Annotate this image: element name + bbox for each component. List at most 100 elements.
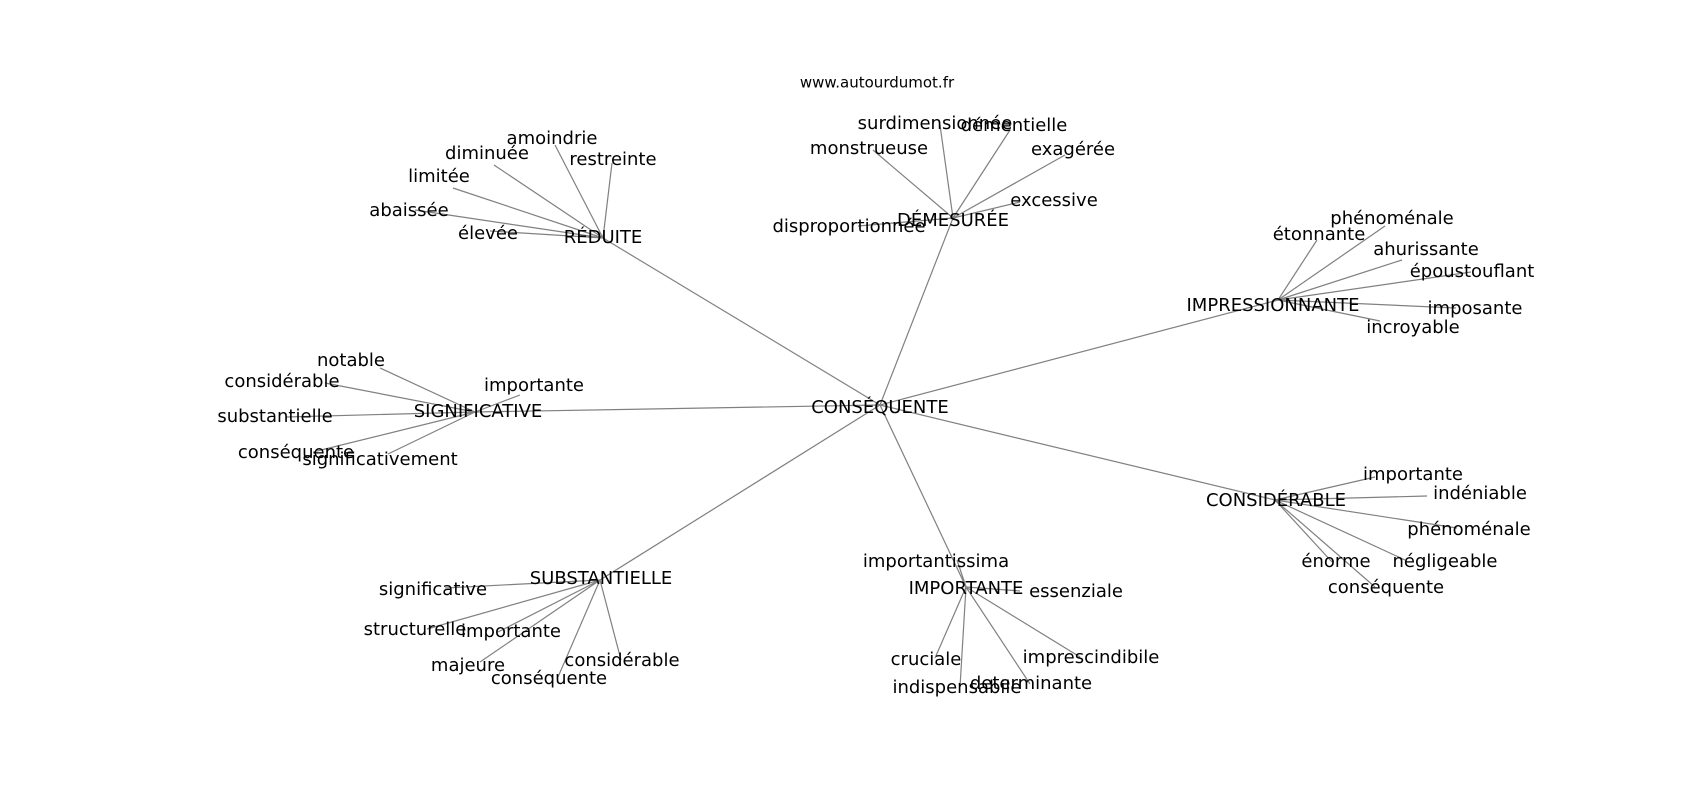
leaf-word: amoindrie: [507, 128, 598, 149]
leaf-word: excessive: [1010, 190, 1098, 211]
leaf-edge: [497, 579, 601, 633]
leaf-word: indéniable: [1433, 483, 1527, 504]
center-edge: [879, 404, 1276, 501]
leaf-edge: [489, 230, 604, 239]
center-edge: [599, 404, 881, 581]
leaf-word: énorme: [1301, 551, 1370, 572]
leaf-word: determinante: [970, 673, 1092, 694]
leaf-word: indispensabile: [892, 677, 1021, 698]
center-edge: [474, 404, 881, 413]
leaf-edge: [965, 586, 1081, 658]
leaf-word: démentielle: [961, 115, 1068, 136]
leaf-edge: [857, 217, 954, 227]
center-edge: [879, 404, 967, 588]
leaf-word: incroyable: [1366, 317, 1460, 338]
leaf-edge: [444, 579, 601, 589]
leaf-word: ahurissante: [1373, 239, 1479, 260]
leaf-edge: [965, 586, 1021, 592]
leaf-edge: [1277, 299, 1457, 309]
leaf-word: restreinte: [569, 149, 656, 170]
leaf-word: imposante: [1428, 298, 1523, 319]
center-edge: [879, 217, 954, 406]
leaf-edge: [959, 586, 967, 688]
center-edge: [602, 237, 881, 406]
leaf-edge: [952, 201, 1021, 219]
center-edge: [879, 299, 1279, 406]
leaf-edge: [1277, 225, 1386, 301]
leaf-word: disproportionnée: [772, 216, 925, 237]
leaf-edge: [939, 124, 954, 219]
leaf-word: structurelle: [364, 619, 467, 640]
leaf-edge: [387, 411, 476, 455]
leaf-word: majeure: [431, 655, 505, 676]
leaf-edge: [952, 154, 1066, 219]
graph-edges: [285, 124, 1472, 688]
leaf-edge: [557, 579, 601, 678]
leaf-word: surdimensionnée: [858, 113, 1013, 134]
leaf-edge: [934, 586, 967, 659]
leaf-edge: [316, 411, 476, 452]
leaf-edge: [324, 382, 476, 413]
leaf-word: imprescindibile: [1023, 647, 1160, 668]
hub-word: CONSIDÉRABLE: [1206, 489, 1346, 511]
hub-word: DÉMESURÉE: [897, 209, 1009, 231]
leaf-word: élevée: [458, 223, 518, 244]
leaf-word: substantielle: [217, 406, 332, 427]
leaf-edge: [1277, 239, 1318, 301]
hub-word: IMPRESSIONNANTE: [1187, 295, 1360, 316]
leaf-word: importante: [461, 621, 561, 642]
leaf-edge: [1274, 499, 1333, 563]
leaf-edge: [1277, 271, 1472, 301]
leaf-word: importante: [1363, 464, 1463, 485]
leaf-word: monstrueuse: [810, 138, 928, 159]
leaf-word: importantissima: [863, 551, 1009, 572]
leaf-edge: [414, 209, 604, 239]
leaf-edge: [554, 144, 604, 239]
leaf-edge: [452, 187, 604, 239]
leaf-edge: [872, 149, 954, 219]
leaf-word: phénoménale: [1330, 208, 1453, 229]
leaf-word: conséquente: [238, 442, 354, 463]
leaf-edge: [1274, 499, 1458, 529]
leaf-word: étonnante: [1273, 224, 1366, 245]
leaf-word: phénoménale: [1407, 519, 1530, 540]
hub-word: RÉDUITE: [564, 226, 643, 248]
center-word: CONSÉQUENTE: [811, 396, 949, 418]
leaf-word: négligeable: [1393, 551, 1498, 572]
leaf-edge: [479, 579, 601, 663]
leaf-edge: [379, 367, 476, 413]
leaf-edge: [1274, 499, 1406, 561]
leaf-word: conséquente: [1328, 577, 1444, 598]
leaf-edge: [1277, 259, 1403, 301]
leaf-edge: [965, 586, 1031, 685]
source-watermark: www.autourdumot.fr: [800, 74, 955, 92]
leaf-word: limitée: [408, 166, 470, 187]
leaf-word: époustouflant: [1410, 261, 1535, 282]
leaf-word: notable: [317, 350, 385, 371]
leaf-edge: [952, 129, 1011, 219]
leaf-word: considérable: [564, 650, 679, 671]
leaf-word: significative: [379, 579, 487, 600]
leaf-word: abaissée: [369, 200, 448, 221]
leaf-word: cruciale: [891, 649, 962, 670]
leaf-edge: [1274, 495, 1428, 501]
leaf-word: exagérée: [1031, 139, 1115, 160]
leaf-word: importante: [484, 375, 584, 396]
leaf-edge: [599, 579, 622, 661]
leaf-edge: [285, 411, 476, 418]
leaf-word: considérable: [224, 371, 339, 392]
hub-word: SUBSTANTIELLE: [530, 568, 673, 589]
leaf-edge: [426, 579, 601, 630]
leaf-edge: [493, 164, 604, 239]
leaf-word: conséquente: [491, 668, 607, 689]
leaf-edge: [1277, 299, 1381, 322]
leaf-edge: [474, 394, 521, 413]
hub-word: SIGNIFICATIVE: [414, 401, 543, 422]
leaf-edge: [1274, 476, 1376, 501]
leaf-word: essenziale: [1029, 581, 1123, 602]
hub-word: IMPORTANTE: [909, 578, 1024, 599]
leaf-edge: [1274, 499, 1376, 588]
leaf-edge: [602, 162, 613, 239]
